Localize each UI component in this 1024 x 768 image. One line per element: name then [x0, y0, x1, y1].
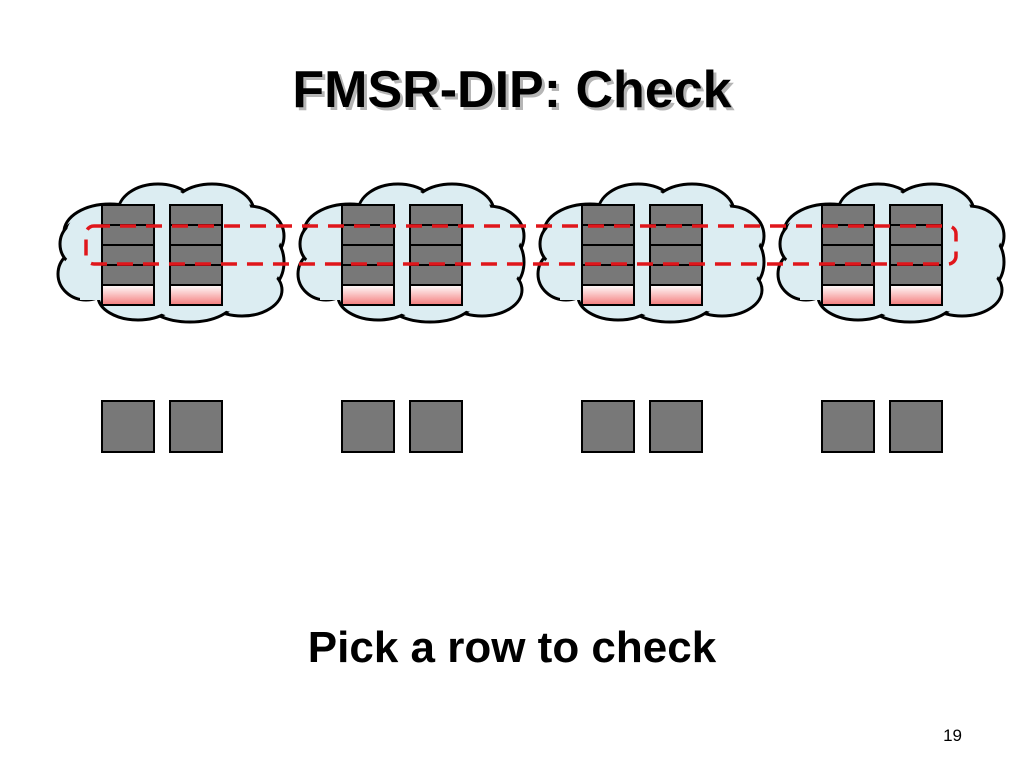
data-block: [169, 264, 223, 286]
data-block: [889, 204, 943, 226]
data-block: [101, 264, 155, 286]
stored-chunk: [341, 204, 395, 306]
data-block: [101, 224, 155, 246]
data-block: [821, 204, 875, 226]
data-block: [889, 244, 943, 266]
downloaded-block: [101, 400, 155, 453]
page-number: 19: [943, 726, 962, 745]
data-block: [649, 264, 703, 286]
data-block: [101, 204, 155, 226]
data-block: [169, 244, 223, 266]
data-block: [821, 264, 875, 286]
downloaded-block: [169, 400, 223, 453]
stored-chunk: [169, 204, 223, 306]
parity-block: [581, 284, 635, 306]
parity-block: [889, 284, 943, 306]
downloaded-block: [649, 400, 703, 453]
downloaded-block: [889, 400, 943, 453]
selection-layer: [84, 224, 958, 266]
selected-row-highlight: [84, 224, 958, 266]
data-block: [581, 204, 635, 226]
data-block: [341, 244, 395, 266]
data-block: [649, 224, 703, 246]
blocks-layer: [101, 204, 943, 306]
stored-chunk: [581, 204, 635, 306]
data-block: [409, 224, 463, 246]
stored-chunk: [649, 204, 703, 306]
data-block: [341, 204, 395, 226]
stored-chunk: [889, 204, 943, 306]
caption: Pick a row to check: [307, 623, 717, 672]
data-block: [821, 224, 875, 246]
data-block: [409, 244, 463, 266]
data-block: [581, 264, 635, 286]
data-block: [409, 264, 463, 286]
downloaded-block: [581, 400, 635, 453]
parity-block: [169, 284, 223, 306]
data-block: [409, 204, 463, 226]
stored-chunk: [409, 204, 463, 306]
data-block: [341, 264, 395, 286]
data-block: [101, 244, 155, 266]
data-block: [889, 224, 943, 246]
downloaded-blocks-layer: [101, 400, 943, 453]
data-block: [169, 224, 223, 246]
stored-chunk: [821, 204, 875, 306]
parity-block: [341, 284, 395, 306]
data-block: [821, 244, 875, 266]
downloaded-block: [341, 400, 395, 453]
data-block: [341, 224, 395, 246]
parity-block: [101, 284, 155, 306]
data-block: [889, 264, 943, 286]
parity-block: [409, 284, 463, 306]
data-block: [581, 224, 635, 246]
data-block: [169, 204, 223, 226]
data-block: [649, 204, 703, 226]
stored-chunk: [101, 204, 155, 306]
slide-title: FMSR-DIP: Check: [292, 61, 732, 119]
downloaded-block: [409, 400, 463, 453]
parity-block: [821, 284, 875, 306]
parity-block: [649, 284, 703, 306]
downloaded-block: [821, 400, 875, 453]
data-block: [581, 244, 635, 266]
data-block: [649, 244, 703, 266]
